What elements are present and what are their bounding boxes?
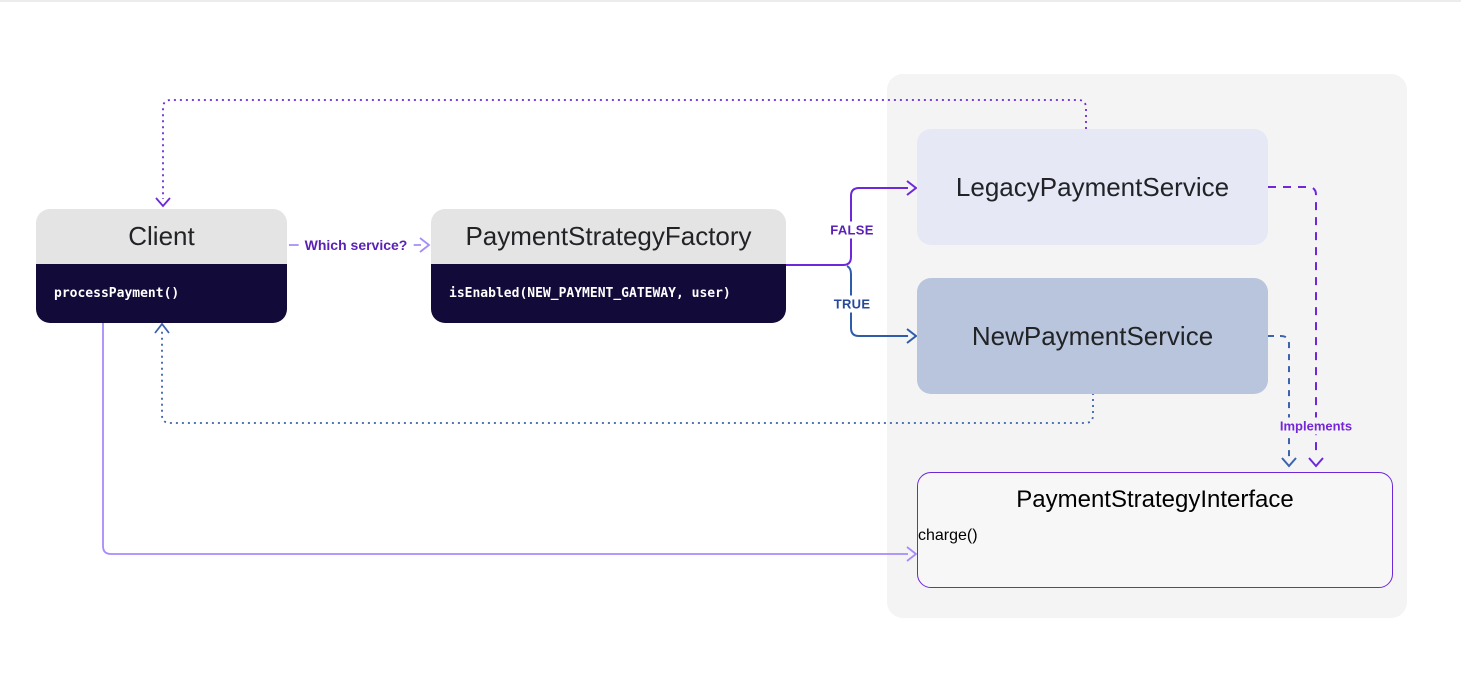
legacy-service-node: LegacyPaymentService: [917, 129, 1268, 245]
interface-method: charge(): [918, 527, 978, 544]
client-node: Client processPayment(): [36, 209, 287, 323]
client-title: Client: [36, 209, 287, 264]
factory-node: PaymentStrategyFactory isEnabled(NEW_PAY…: [431, 209, 786, 323]
true-label: TRUE: [829, 295, 875, 313]
client-method: processPayment(): [36, 264, 287, 323]
client-charge-connector: [102, 323, 918, 562]
interface-node: PaymentStrategyInterface charge(): [917, 472, 1393, 588]
legacy-return-arrowhead: [155, 197, 171, 208]
implements-label: Implements: [1275, 417, 1357, 435]
new-service-node: NewPaymentService: [917, 278, 1268, 394]
interface-title: PaymentStrategyInterface: [1016, 486, 1294, 513]
factory-method: isEnabled(NEW_PAYMENT_GATEWAY, user): [431, 264, 786, 323]
which-service-label: Which service?: [298, 237, 414, 253]
factory-title: PaymentStrategyFactory: [431, 209, 786, 264]
false-label: FALSE: [826, 221, 878, 239]
new-return-arrowhead: [154, 322, 170, 334]
which-service-arrowhead: [419, 237, 431, 253]
